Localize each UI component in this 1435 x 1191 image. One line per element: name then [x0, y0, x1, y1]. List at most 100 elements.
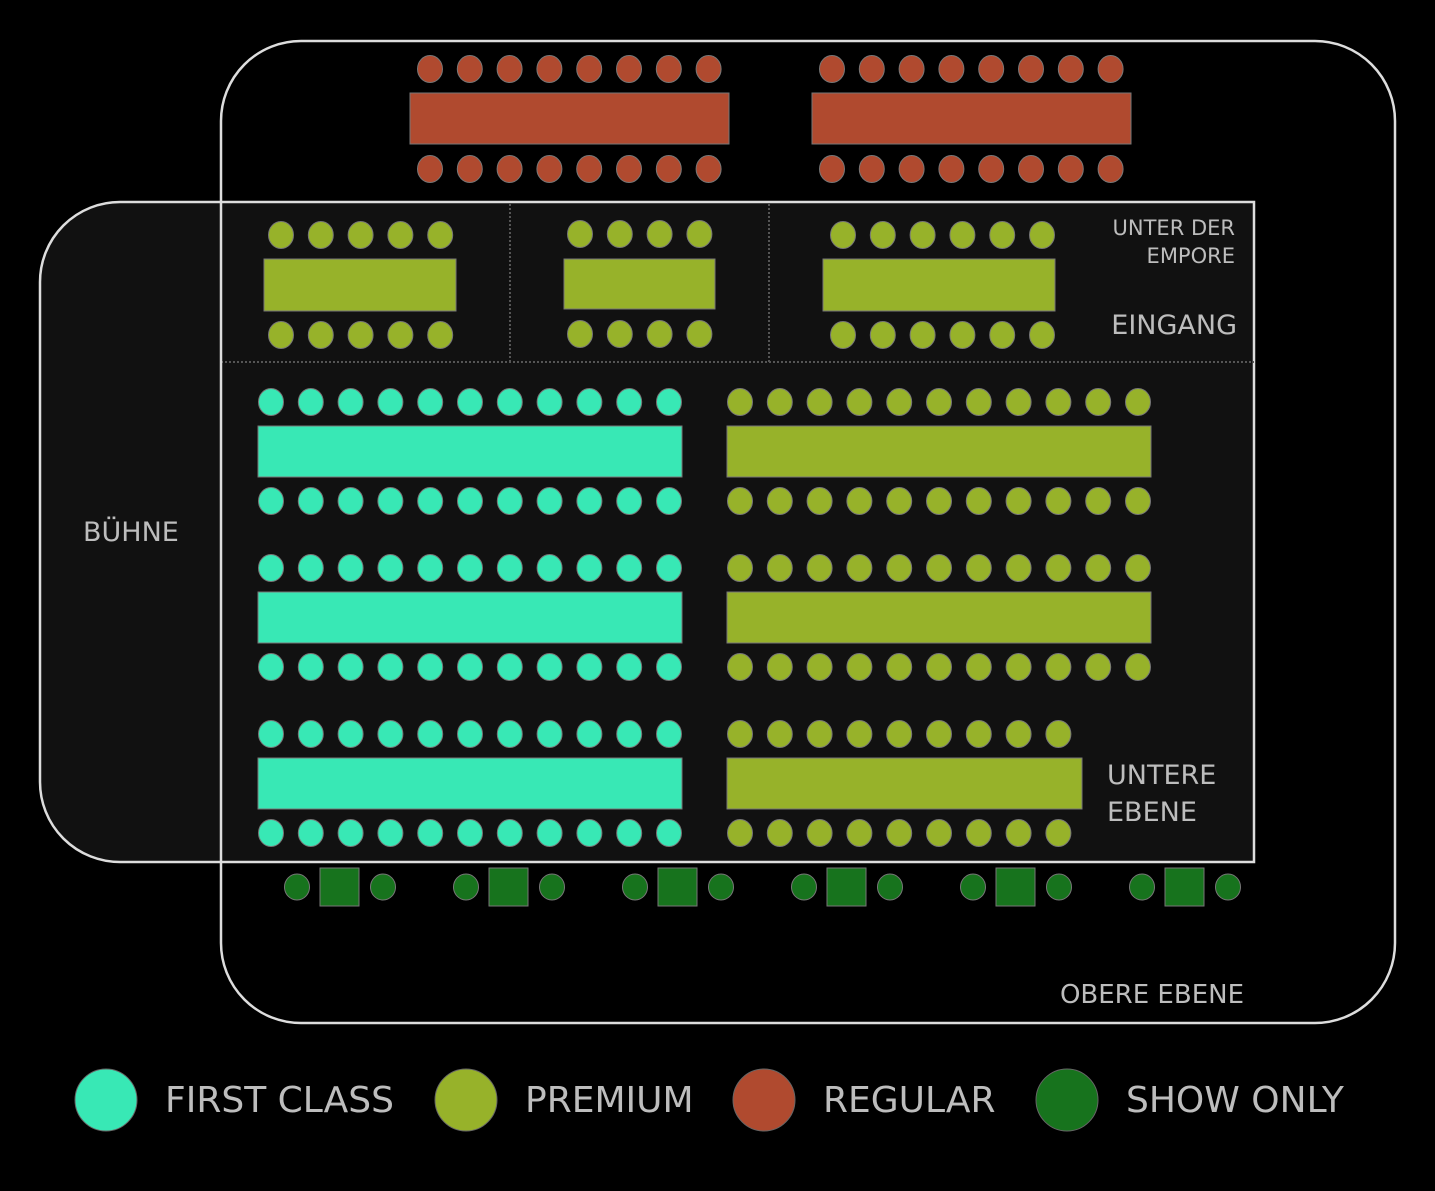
seat[interactable] [456, 55, 483, 83]
seat[interactable] [427, 321, 454, 349]
seat[interactable] [1125, 487, 1151, 515]
table-group-regular-1[interactable] [409, 55, 730, 183]
seat[interactable] [377, 653, 404, 681]
seat[interactable] [1125, 653, 1151, 681]
seat[interactable] [337, 720, 364, 748]
seat[interactable] [1097, 55, 1124, 83]
seat[interactable] [766, 487, 793, 515]
seat[interactable] [337, 653, 364, 681]
seat[interactable] [926, 487, 952, 515]
seat[interactable] [965, 720, 992, 748]
table-group-premium-2[interactable] [726, 554, 1152, 681]
table[interactable] [257, 757, 683, 810]
seat[interactable] [576, 653, 603, 681]
seat[interactable] [576, 554, 603, 582]
table[interactable] [726, 425, 1152, 478]
seat[interactable] [622, 873, 648, 901]
seat[interactable] [766, 388, 793, 416]
seat[interactable] [686, 320, 713, 348]
seat[interactable] [727, 819, 753, 847]
table[interactable] [822, 258, 1056, 312]
seat[interactable] [1045, 653, 1072, 681]
seat[interactable] [576, 155, 603, 183]
seat[interactable] [1018, 55, 1044, 83]
seat[interactable] [886, 653, 913, 681]
seat[interactable] [655, 155, 682, 183]
seat[interactable] [576, 487, 603, 515]
seat[interactable] [846, 554, 873, 582]
seat[interactable] [830, 321, 856, 349]
seat[interactable] [496, 819, 523, 847]
seat[interactable] [766, 653, 793, 681]
seat[interactable] [1215, 873, 1241, 901]
seat[interactable] [655, 55, 682, 83]
seat[interactable] [806, 554, 833, 582]
seat[interactable] [1045, 720, 1072, 748]
seat[interactable] [496, 55, 523, 83]
seat[interactable] [791, 873, 817, 901]
seat[interactable] [1018, 155, 1044, 183]
seat[interactable] [616, 55, 642, 83]
seat[interactable] [616, 388, 643, 416]
seat[interactable] [567, 320, 593, 348]
seat[interactable] [646, 320, 673, 348]
seat[interactable] [536, 388, 563, 416]
seat[interactable] [297, 720, 324, 748]
seat[interactable] [1045, 388, 1072, 416]
seat[interactable] [766, 554, 793, 582]
seat[interactable] [377, 554, 404, 582]
seat[interactable] [656, 720, 682, 748]
seat[interactable] [869, 321, 896, 349]
seat[interactable] [337, 487, 364, 515]
seat[interactable] [656, 653, 682, 681]
seat[interactable] [539, 873, 565, 901]
seat[interactable] [858, 155, 885, 183]
table[interactable] [726, 757, 1083, 810]
seat[interactable] [576, 720, 603, 748]
seat[interactable] [616, 155, 642, 183]
seat[interactable] [417, 155, 443, 183]
seat[interactable] [1045, 819, 1072, 847]
seat[interactable] [1005, 653, 1032, 681]
seat[interactable] [695, 55, 722, 83]
seat[interactable] [337, 554, 364, 582]
seat[interactable] [965, 554, 992, 582]
seat[interactable] [377, 487, 404, 515]
seat[interactable] [1005, 554, 1032, 582]
seat[interactable] [656, 554, 682, 582]
seat[interactable] [965, 487, 992, 515]
seat[interactable] [1057, 155, 1084, 183]
table-group-regular-2[interactable] [811, 55, 1132, 183]
table-group-premium-1[interactable] [726, 388, 1152, 515]
seat[interactable] [727, 554, 753, 582]
table[interactable] [995, 867, 1036, 907]
seat[interactable] [858, 55, 885, 83]
seat[interactable] [708, 873, 734, 901]
table[interactable] [263, 258, 457, 312]
seat[interactable] [869, 221, 896, 249]
seat[interactable] [297, 554, 324, 582]
seat[interactable] [846, 819, 873, 847]
seat[interactable] [1097, 155, 1124, 183]
seat[interactable] [886, 388, 913, 416]
seat[interactable] [926, 388, 952, 416]
seat[interactable] [258, 720, 284, 748]
seat[interactable] [337, 388, 364, 416]
seat[interactable] [909, 321, 936, 349]
seat[interactable] [1045, 487, 1072, 515]
seat[interactable] [1057, 55, 1084, 83]
seat[interactable] [1045, 554, 1072, 582]
seat[interactable] [886, 819, 913, 847]
seat[interactable] [268, 321, 294, 349]
seat[interactable] [819, 155, 845, 183]
seat[interactable] [536, 653, 563, 681]
seat[interactable] [616, 819, 643, 847]
seat[interactable] [806, 487, 833, 515]
seat[interactable] [536, 819, 563, 847]
seat[interactable] [727, 653, 753, 681]
seat[interactable] [576, 819, 603, 847]
seat[interactable] [456, 155, 483, 183]
show-only-table-group[interactable] [960, 867, 1072, 907]
seat[interactable] [347, 221, 374, 249]
seat[interactable] [886, 720, 913, 748]
